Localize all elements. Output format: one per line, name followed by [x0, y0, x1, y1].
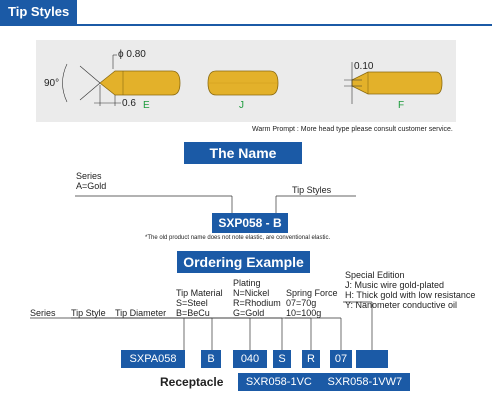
thickness-label: 0.10: [354, 61, 374, 72]
length-label: 0.6: [122, 98, 136, 109]
code-series: SXPA058: [121, 350, 185, 368]
section-rule: [0, 24, 492, 26]
special-edition-y: Y: Nanometer conductive oil: [345, 300, 458, 310]
code-tip-diameter: 040: [233, 350, 267, 368]
tip-styles-label: Tip Styles: [292, 185, 332, 195]
code-tip-material: S: [273, 350, 291, 368]
receptacle-1vc: SXR058-1VC: [245, 376, 312, 388]
spring-force-title: Spring Force: [286, 288, 338, 298]
receptacle-label: Receptacle: [160, 375, 224, 389]
plating-gold: G=Gold: [233, 308, 265, 318]
tip-material-title: Tip Material: [176, 288, 223, 298]
special-edition-h: H: Thick gold with low resistance: [345, 290, 476, 300]
tip-material-steel: S=Steel: [176, 298, 208, 308]
series-label: Series: [76, 171, 102, 181]
spring-force-70g: 07=70g: [286, 298, 317, 308]
plating-title: Plating: [233, 278, 261, 288]
plating-nickel: N=Nickel: [233, 288, 270, 298]
special-edition-title: Special Edition: [345, 270, 405, 280]
heading-the-name: The Name: [184, 142, 302, 164]
heading-ordering-example: Ordering Example: [177, 251, 310, 273]
tip-material-becu: B=BeCu: [176, 308, 210, 318]
product-code-box: SXP058 - B: [212, 213, 288, 233]
section-tab-tip-styles: Tip Styles: [0, 0, 78, 24]
special-edition-j: J: Music wire gold-plated: [345, 280, 445, 290]
angle-label: 90°: [44, 78, 60, 89]
warm-prompt: Warm Prompt : More head type please cons…: [252, 126, 453, 133]
series-value: A=Gold: [76, 181, 107, 191]
code-plating: R: [302, 350, 320, 368]
plating-rhodium: R=Rhodium: [233, 298, 281, 308]
col-tip-diameter: Tip Diameter: [115, 308, 167, 318]
tip-j-drawing: [207, 70, 279, 96]
spring-force-100g: 10=100g: [286, 308, 322, 318]
code-spring-force: 07: [330, 350, 352, 368]
code-special-edition: [356, 350, 388, 368]
receptacle-1vw7: SXR058-1VW7: [327, 376, 403, 388]
diameter-label: ϕ 0.80: [118, 49, 146, 60]
col-series: Series: [30, 308, 56, 318]
tip-label-j: J: [239, 100, 244, 111]
tip-label-f: F: [398, 100, 405, 111]
tip-e-drawing: [62, 54, 181, 106]
tip-f-drawing: [344, 62, 443, 104]
receptacle-box: SXR058-1VC SXR058-1VW7: [238, 373, 410, 391]
code-tip-style: B: [201, 350, 221, 368]
old-name-note: *The old product name does not note elas…: [145, 235, 331, 241]
col-tip-style: Tip Style: [71, 308, 106, 318]
tip-label-e: E: [143, 100, 150, 111]
